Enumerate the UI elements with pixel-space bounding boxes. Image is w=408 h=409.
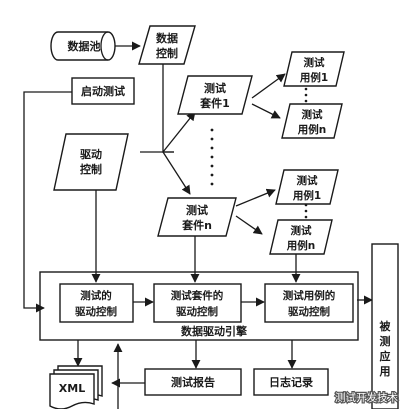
case-driver-control-node: 测试用例的 驱动控制 [264,283,354,323]
watermark-text: 测试开发技术 [335,391,398,404]
arrow-suite1-case1 [251,73,286,99]
case-driver-control-label-2: 驱动控制 [288,305,330,318]
arrow-start-to-engine [23,91,72,313]
test-case-1b-node: 测试 用例1 [275,169,339,205]
case-1a-label-1: 测试 [304,56,325,69]
case-1a-label-2: 用例1 [299,71,328,84]
ellipsis-dots [210,87,308,219]
xml-label: XML [59,382,85,395]
start-test-label: 启动测试 [81,84,125,98]
data-driven-engine: 测试的 驱动控制 测试套件的 驱动控制 测试用例的 驱动控制 数据驱动引擎 [39,271,359,341]
test-suite-n-node: 测试 套件n [157,197,237,237]
case-nb-label-1: 测试 [291,224,312,237]
test-driver-control-label-2: 驱动控制 [75,305,117,318]
data-control-label-2: 控制 [156,46,178,60]
arrow-suiten-case1 [235,188,276,207]
sut-label-2: 测 [380,334,391,348]
suite-1-label-1: 测试 [204,81,226,95]
arrow-to-suite1 [162,111,196,153]
case-1b-label-2: 用例1 [292,189,321,202]
start-test-node: 启动测试 [71,77,135,105]
suite-driver-control-node: 测试套件的 驱动控制 [153,283,242,323]
test-report-label: 测试报告 [171,375,215,389]
test-driver-control-label-1: 测试的 [80,289,112,302]
test-case-na-node: 测试 用例n [281,103,343,139]
xml-documents-node: XML [49,365,103,409]
arrow-datacontrol-down [162,64,174,153]
arrow-suiten-casen [235,215,263,235]
case-nb-label-2: 用例n [286,239,315,252]
test-case-nb-node: 测试 用例n [269,219,333,255]
suite-driver-control-label-2: 驱动控制 [176,305,218,318]
case-na-label-1: 测试 [302,108,323,121]
case-1b-label-1: 测试 [297,174,318,187]
arrow-suite1-casen [251,103,281,119]
driver-control-label-1: 驱动 [80,147,102,161]
data-pool-node: 数据池 [50,31,116,61]
suite-1-label-2: 套件1 [200,96,230,110]
engine-label: 数据驱动引擎 [181,324,247,338]
driver-control-node: 驱动 控制 [53,133,129,191]
case-driver-control-label-1: 测试用例的 [283,289,336,302]
data-control-node: 数据 控制 [138,25,196,65]
test-suite-1-node: 测试 套件1 [177,75,253,115]
test-driver-control-node: 测试的 驱动控制 [59,283,134,323]
sut-label-4: 用 [380,365,391,378]
data-pool-label: 数据池 [68,39,101,53]
log-record-node: 日志记录 [253,368,329,396]
connectors [23,41,373,409]
suite-n-label-2: 套件n [182,218,212,232]
case-na-label-2: 用例n [297,123,326,136]
watermark: 测试开发技术 [334,390,400,405]
data-control-label-1: 数据 [156,31,178,45]
test-report-node: 测试报告 [144,368,242,396]
arrow-to-suiten [162,151,191,195]
log-record-label: 日志记录 [269,375,313,389]
system-under-test-node: 被 测 应 用 [371,243,399,409]
sut-label-3: 应 [380,349,391,363]
suite-n-label-1: 测试 [186,203,208,217]
suite-driver-control-label-1: 测试套件的 [171,289,224,302]
test-case-1a-node: 测试 用例1 [283,51,345,87]
driver-control-label-2: 控制 [80,162,102,176]
sut-label-1: 被 [380,319,392,333]
